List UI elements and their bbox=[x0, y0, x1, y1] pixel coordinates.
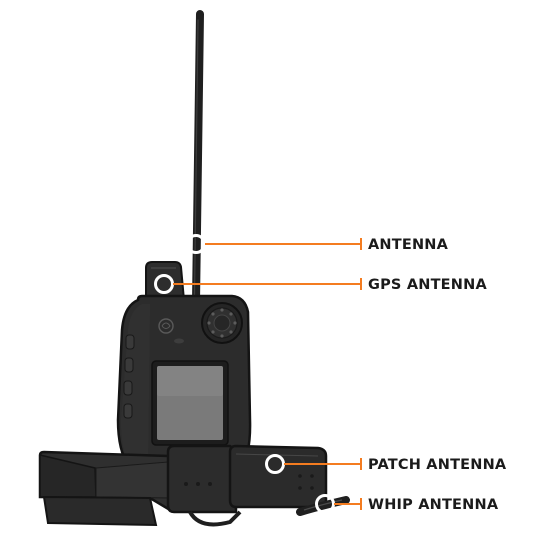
callout-antenna: ANTENNA bbox=[186, 234, 449, 254]
transmitter-antenna bbox=[192, 10, 204, 306]
callout-gps-antenna: GPS ANTENNA bbox=[154, 274, 487, 294]
dial-knob bbox=[201, 302, 243, 344]
brand-logo bbox=[158, 318, 184, 344]
callout-whip-antenna: WHIP ANTENNA bbox=[315, 494, 499, 514]
callout-marker bbox=[315, 494, 335, 514]
callout-label-antenna: ANTENNA bbox=[368, 237, 449, 253]
callout-label-patch-antenna: PATCH ANTENNA bbox=[368, 457, 507, 473]
callout-marker bbox=[265, 454, 285, 474]
handheld-transmitter bbox=[116, 10, 252, 472]
callout-patch-antenna: PATCH ANTENNA bbox=[265, 454, 507, 474]
callout-label-whip-antenna: WHIP ANTENNA bbox=[368, 497, 499, 513]
lcd-screen bbox=[151, 360, 229, 446]
patch-antenna-module bbox=[228, 444, 328, 509]
whip-antenna-rod bbox=[296, 496, 350, 516]
callout-label-gps-antenna: GPS ANTENNA bbox=[368, 277, 487, 293]
receiver-housing bbox=[166, 444, 238, 514]
gps-antenna-housing bbox=[145, 261, 186, 304]
side-grip bbox=[123, 334, 135, 419]
callouts: ANTENNA GPS ANTENNA PATCH ANTENNA WHIP A… bbox=[154, 234, 507, 514]
callout-marker bbox=[154, 274, 174, 294]
collar-receiver bbox=[38, 444, 350, 527]
callout-marker bbox=[186, 234, 206, 254]
